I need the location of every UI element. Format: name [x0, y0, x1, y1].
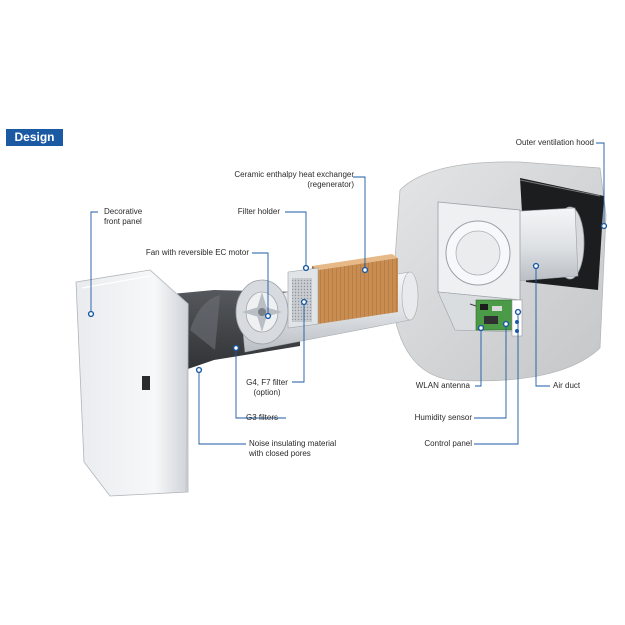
leader-humidity: [474, 324, 507, 419]
label-filter-holder: Filter holder: [237, 207, 280, 216]
inner-cabinet: [437, 201, 521, 333]
leader-outer-hood: [596, 142, 605, 226]
label-humidity: Humidity sensor: [414, 413, 472, 422]
leader-noise: [198, 370, 246, 445]
label-front-panel: Decorative front panel: [104, 207, 143, 226]
leader-wlan: [475, 328, 482, 387]
label-g4-filter: G4, F7 filter (option): [246, 378, 288, 397]
leader-filter-holder: [285, 211, 307, 268]
leader-front-panel: [90, 211, 98, 314]
label-wlan: WLAN antenna: [415, 381, 470, 390]
label-heat-exchanger: Ceramic enthalpy heat exchanger (regener…: [234, 170, 354, 189]
callout-dots: [87, 222, 608, 374]
callout-lines: [90, 142, 605, 445]
front-panel: [75, 269, 189, 497]
label-noise: Noise insulating material with closed po…: [249, 439, 337, 458]
design-badge: Design: [6, 129, 63, 146]
leader-fan: [252, 252, 269, 316]
filter-section: [287, 267, 319, 329]
heat-exchanger: [312, 254, 398, 324]
label-air-duct: Air duct: [553, 381, 581, 390]
label-outer-hood: Outer ventilation hood: [515, 138, 594, 147]
fan-assembly: [235, 279, 289, 345]
label-g3: G3 filters: [246, 413, 279, 422]
leader-air-duct: [535, 266, 550, 387]
label-control: Control panel: [424, 439, 472, 448]
leader-g3: [235, 348, 286, 419]
leader-g4-filter: [292, 302, 305, 383]
label-fan: Fan with reversible EC motor: [145, 248, 249, 257]
leader-control: [474, 312, 519, 445]
leader-heat-exchanger: [353, 176, 366, 270]
